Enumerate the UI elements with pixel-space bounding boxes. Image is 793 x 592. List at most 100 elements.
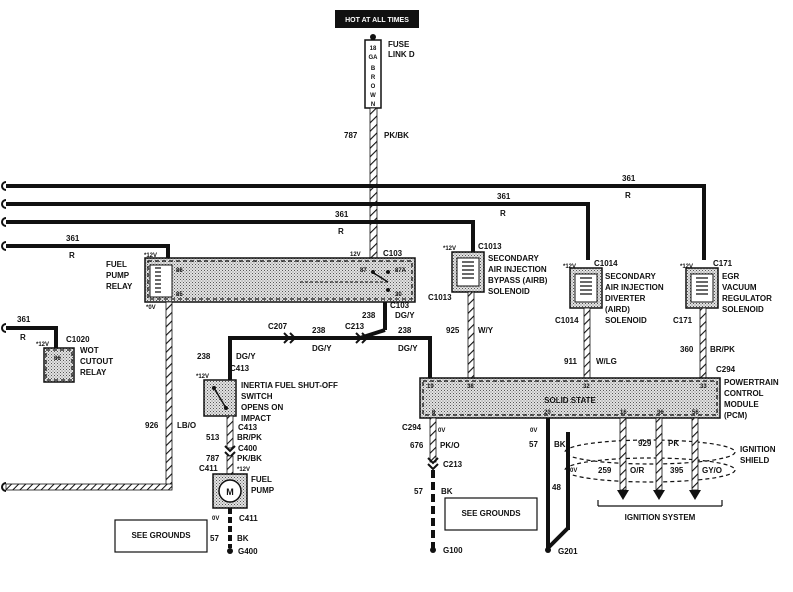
pcm-pin-20: 20 xyxy=(544,410,551,416)
g201-circuit-bk: BK xyxy=(554,440,566,449)
pcm-ov-1: 0V xyxy=(438,428,445,434)
connector-c1013-bottom: C1013 xyxy=(428,293,452,302)
wot-cutout-relay xyxy=(43,347,75,383)
wire-926 xyxy=(165,301,173,489)
svg-text:GA: GA xyxy=(369,55,379,61)
circuit-r-third: R xyxy=(338,227,344,236)
circuit-brpk-label: BR/PK xyxy=(710,345,735,354)
connector-c294-top: C294 xyxy=(716,365,736,374)
connector-c1014-bottom: C1014 xyxy=(555,316,579,325)
pump-ov: 0V xyxy=(212,516,219,522)
connector-c207: C207 xyxy=(268,322,288,331)
circuit-513-label: 513 xyxy=(206,433,220,442)
fuel-pump-label-1: FUEL xyxy=(251,475,272,484)
arrow-395 xyxy=(689,490,701,500)
inertia-dgy-label: DG/Y xyxy=(236,352,256,361)
wire-259 xyxy=(655,417,663,491)
g100-circuit-bk: BK xyxy=(441,487,453,496)
relay-voltage-12v-b: 12V xyxy=(350,252,361,258)
wot-pin: 86 xyxy=(54,356,61,362)
pump-ground-bk: BK xyxy=(237,534,249,543)
circuit-wlg-label: W/LG xyxy=(596,357,617,366)
fuel-pump-relay-label-2: PUMP xyxy=(106,271,130,280)
ground-g100: G100 xyxy=(443,546,463,555)
circuit-929-pk: PK xyxy=(668,439,679,448)
connector-c411-bottom: C411 xyxy=(239,514,258,523)
ignition-shield-label-1: IGNITION xyxy=(740,445,776,454)
ignition-system-label: IGNITION SYSTEM xyxy=(625,513,696,522)
fuel-pump-relay-label-3: RELAY xyxy=(106,282,133,291)
connector-c103-top: C103 xyxy=(383,249,403,258)
airb-label-2: AIR INJECTION xyxy=(488,265,547,274)
c103-circuit-238: 238 xyxy=(362,311,376,320)
aird-label-1: SECONDARY xyxy=(605,272,656,281)
wire-787-pump xyxy=(226,455,234,475)
see-grounds-right: SEE GROUNDS xyxy=(461,509,521,518)
wire-360 xyxy=(699,307,707,379)
circuit-r-wot: R xyxy=(20,333,26,342)
circuit-48-label: 48 xyxy=(552,483,561,492)
arrow-929 xyxy=(617,490,629,500)
svg-text:HOT AT ALL TIMES: HOT AT ALL TIMES xyxy=(345,17,409,24)
relay-pin-86: 86 xyxy=(176,268,183,274)
fuel-pump-relay-label-1: FUEL xyxy=(106,260,127,269)
circuit-360-label: 360 xyxy=(680,345,694,354)
egr-label-2: VACUUM xyxy=(722,283,757,292)
bus-238-label-2: 238 xyxy=(398,326,412,335)
circuit-361-fourth: 361 xyxy=(66,234,80,243)
inertia-label-4: IMPACT xyxy=(241,414,271,423)
connector-c413-top: C413 xyxy=(230,364,250,373)
svg-text:R: R xyxy=(371,75,376,81)
wot-voltage: *12V xyxy=(36,342,49,348)
circuit-395-gyo: GY/O xyxy=(702,466,722,475)
connector-c1020: C1020 xyxy=(66,335,90,344)
aird-label-3: DIVERTER xyxy=(605,294,646,303)
circuit-259-or: O/R xyxy=(630,466,644,475)
inertia-label-3: OPENS ON xyxy=(241,403,283,412)
circuit-361-second: 361 xyxy=(497,192,511,201)
airb-label-1: SECONDARY xyxy=(488,254,539,263)
pcm-label-3: MODULE xyxy=(724,400,759,409)
bus-dgy-label-1: DG/Y xyxy=(312,344,332,353)
pcm-pin-33: 33 xyxy=(700,384,707,390)
connector-c1014-top: C1014 xyxy=(594,259,618,268)
connector-c103-bottom: C103 xyxy=(390,301,410,310)
ignition-shield-ellipse-bottom xyxy=(564,457,736,483)
pump-voltage: *12V xyxy=(237,467,250,473)
svg-text:O: O xyxy=(371,84,376,90)
g100-circuit-57: 57 xyxy=(414,487,423,496)
pcm-pin-8: 8 xyxy=(432,410,436,416)
inertia-switch xyxy=(203,379,237,417)
circuit-259-label: 259 xyxy=(598,466,612,475)
circuit-361-top: 361 xyxy=(622,174,636,183)
connector-c400: C400 xyxy=(238,444,258,453)
pcm-module xyxy=(419,377,721,419)
see-grounds-left: SEE GROUNDS xyxy=(131,531,191,540)
ignition-shield-label-2: SHIELD xyxy=(740,456,770,465)
pcm-label-4: (PCM) xyxy=(724,411,747,420)
aird-solenoid xyxy=(569,267,603,309)
pcm-pin-56: 56 xyxy=(692,410,699,416)
relay-pin-87a: 87A xyxy=(395,268,407,274)
wot-label-2: CUTOUT xyxy=(80,357,113,366)
aird-label-5: SOLENOID xyxy=(605,316,647,325)
inertia-label-2: SWITCH xyxy=(241,392,273,401)
relay-pin-85: 85 xyxy=(176,292,183,298)
ground-g400: G400 xyxy=(238,547,258,556)
circuit-787-pump: 787 xyxy=(206,454,220,463)
wire-929 xyxy=(619,417,627,491)
airb-label-3: BYPASS (AIRB) xyxy=(488,276,548,285)
circuit-929-label: 929 xyxy=(638,439,652,448)
wire-238-bus xyxy=(228,332,432,384)
circuit-911-label: 911 xyxy=(564,357,577,366)
aird-voltage: *12V xyxy=(563,264,576,270)
wire-925 xyxy=(467,291,475,379)
fuel-pump-relay xyxy=(144,257,416,303)
relay-pin-87: 87 xyxy=(360,268,367,274)
c103-circuit-dg-y: DG/Y xyxy=(395,311,415,320)
pcm-pin-19: 19 xyxy=(427,384,434,390)
circuit-r-top: R xyxy=(625,191,631,200)
connector-c171-top: C171 xyxy=(713,259,733,268)
svg-text:18: 18 xyxy=(370,46,377,52)
fuel-pump-motor-symbol: M xyxy=(226,487,234,497)
